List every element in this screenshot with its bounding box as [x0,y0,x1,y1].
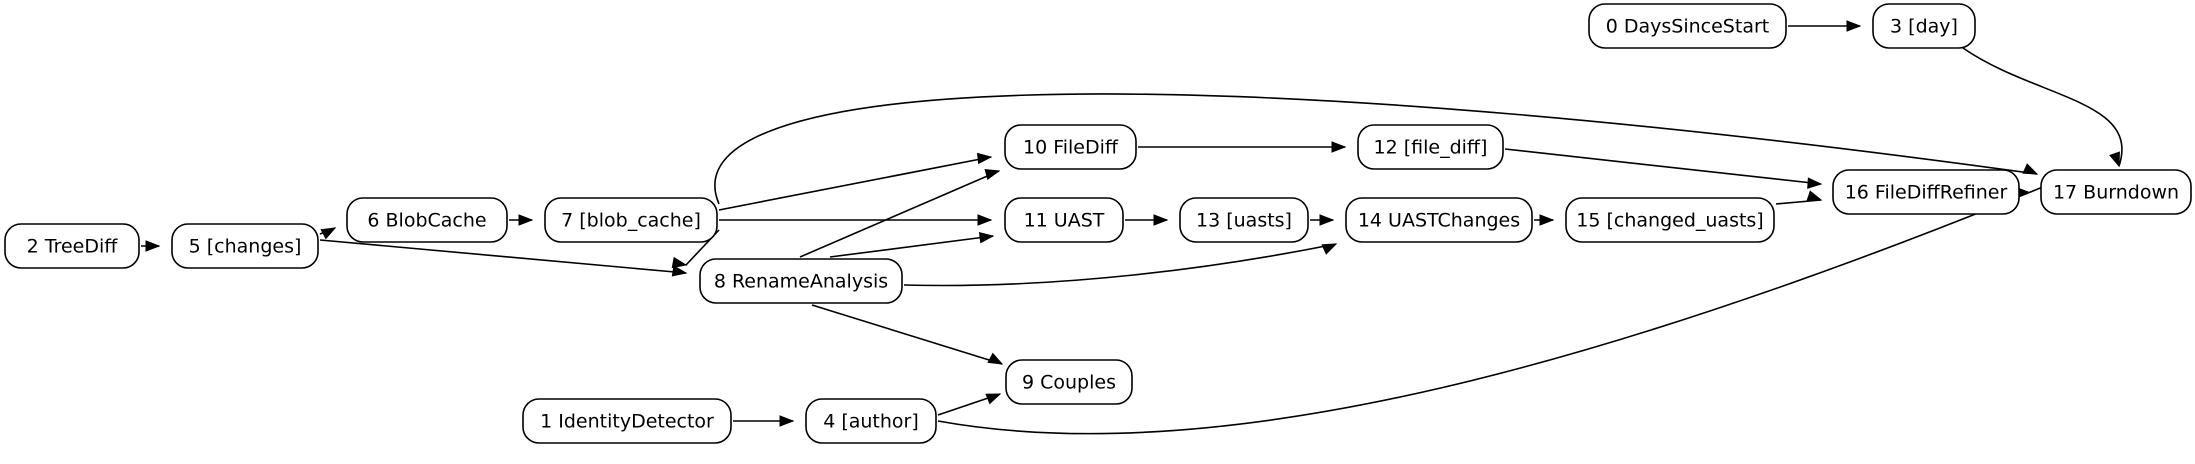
node-label: 0 DaysSinceStart [1606,16,1769,38]
edge-3-day-to-17-burndown [1962,47,2123,167]
edge-arrowhead [984,168,1001,181]
node-16-filediffrefiner[interactable]: 16 FileDiffRefiner [1832,169,2020,215]
node-box [2040,169,2192,215]
node-3-day[interactable]: 3 [day] [1872,3,1976,49]
edge-arrowhead [2109,151,2120,168]
node-box [699,258,903,304]
node-7-blob-cache[interactable]: 7 [blob_cache] [544,197,718,243]
edge-arrowhead [977,214,993,226]
edge-arrowhead [1153,214,1169,226]
node-label: 3 [day] [1890,16,1958,38]
node-label: 14 UASTChanges [1358,210,1520,232]
edge-arrowhead [145,240,161,252]
node-15-changed-uasts[interactable]: 15 [changed_uasts] [1565,197,1775,243]
node-14-uastchanges[interactable]: 14 UASTChanges [1345,197,1533,243]
node-label: 1 IdentityDetector [540,411,714,433]
node-box [805,398,937,444]
edge-arrowhead [518,214,534,226]
node-box [1832,169,2020,215]
node-10-filediff[interactable]: 10 FileDiff [1004,124,1137,170]
node-box [522,398,732,444]
node-5-changes[interactable]: 5 [changes] [171,223,319,269]
node-label: 5 [changes] [189,236,302,258]
edge-5-changes-to-8-renameanalysis [319,239,687,274]
edge-8-renameanalysis-to-11-uast [829,235,994,258]
edge-12-file-diff-to-16-filediffrefiner [1504,148,1822,185]
node-label: 2 TreeDiff [27,236,119,258]
node-label: 10 FileDiff [1023,137,1119,159]
nodes-layer: 0 DaysSinceStart 1 IdentityDetector 2 Tree… [4,3,2192,444]
edge-8-renameanalysis-to-14-uastchanges [903,243,1337,287]
node-label: 8 RenameAnalysis [714,271,888,293]
node-box [1005,359,1133,405]
edge-arrowhead [1846,20,1862,32]
edge-arrowhead [671,265,688,277]
node-12-file-diff[interactable]: 12 [file_diff] [1357,124,1504,170]
node-box [1179,197,1309,243]
node-box [1588,3,1787,49]
edge-arrowhead [987,352,1004,365]
edge-arrowhead [1331,141,1347,153]
edge-arrowhead [978,231,995,244]
node-label: 16 FileDiffRefiner [1845,182,2008,204]
node-2-treediff[interactable]: 2 TreeDiff [4,223,140,269]
edge-8-renameanalysis-to-9-couples [811,304,1003,365]
node-4-author[interactable]: 4 [author] [805,398,937,444]
edge-arrowhead [1321,243,1338,255]
node-box [1004,124,1137,170]
node-label: 4 [author] [823,411,919,433]
node-11-uast[interactable]: 11 UAST [1004,197,1124,243]
edge-arrowhead [976,152,993,165]
node-box [1565,197,1775,243]
edge-arrowhead [1806,190,1823,202]
node-box [1004,197,1124,243]
node-label: 15 [changed_uasts] [1576,210,1763,232]
node-box [544,197,718,243]
edge-8-renameanalysis-to-10-filediff [799,170,1000,258]
node-0-dayssincestart[interactable]: 0 DaysSinceStart [1588,3,1787,49]
node-17-burndown[interactable]: 17 Burndown [2040,169,2192,215]
node-box [1357,124,1504,170]
edge-arrowhead [1807,177,1823,189]
edge-arrowhead [2022,163,2039,175]
node-box [1872,3,1976,49]
node-label: 9 Couples [1022,372,1116,394]
node-box [171,223,319,269]
node-label: 6 BlobCache [367,210,486,232]
edge-arrowhead [671,256,688,269]
edge-arrowhead [1539,214,1555,226]
node-8-renameanalysis[interactable]: 8 RenameAnalysis [699,258,903,304]
node-label: 17 Burndown [2053,182,2179,204]
edge-7-blob-cache-to-17-burndown [714,93,2038,205]
node-label: 12 [file_diff] [1374,137,1488,159]
node-box [346,197,508,243]
node-box [1345,197,1533,243]
edge-arrowhead [320,227,337,240]
node-label: 13 [uasts] [1196,210,1292,232]
node-label: 11 UAST [1024,210,1105,232]
edge-arrowhead [1319,214,1335,226]
node-13-uasts[interactable]: 13 [uasts] [1179,197,1309,243]
node-box [4,223,140,269]
node-6-blobcache[interactable]: 6 BlobCache [346,197,508,243]
edge-arrowhead [985,393,1002,405]
node-1-identitydetector[interactable]: 1 IdentityDetector [522,398,732,444]
edge-arrowhead [779,415,795,427]
node-9-couples[interactable]: 9 Couples [1005,359,1133,405]
edge-7-blob-cache-to-10-filediff [718,156,992,211]
node-label: 7 [blob_cache] [561,210,701,232]
edge-4-author-to-17-burndown [937,181,2056,435]
